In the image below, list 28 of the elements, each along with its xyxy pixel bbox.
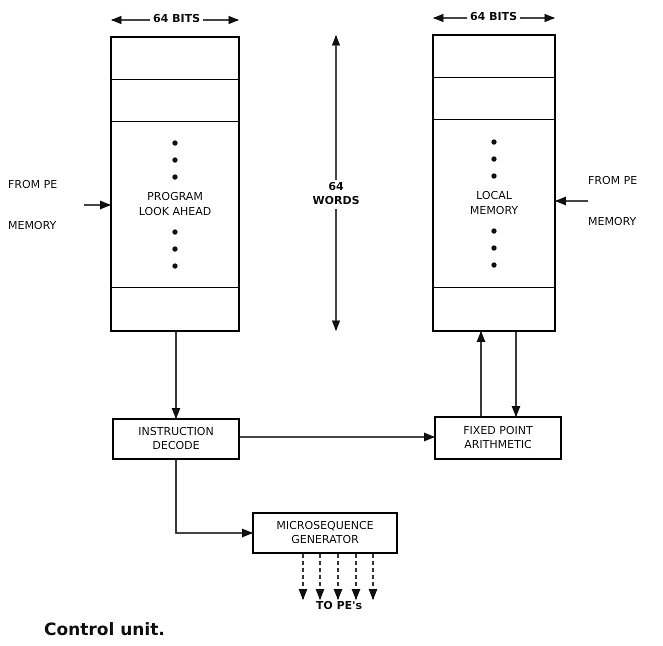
box-label: FIXED POINT ARITHMETIC [462,424,534,452]
input-label: FROM PE [8,178,58,192]
arrow [240,432,436,442]
box-label: PROGRAM LOOK AHEAD [138,190,212,219]
arrow [175,460,254,538]
memory-stack-box [432,34,556,332]
process-box [252,512,398,554]
process-box [112,418,240,460]
arrow [554,196,588,206]
dashed-arrow [334,554,342,600]
figure-caption: Control unit. [44,620,165,640]
arrow [172,332,180,420]
output-label: TO PE's [312,599,366,615]
dashed-arrow [352,554,360,600]
box-label: MICROSEQUENCE GENERATOR [275,518,375,548]
arrow [476,330,486,416]
input-label: MEMORY [588,214,638,228]
memory-stack-box [110,36,240,332]
dashed-arrow [316,554,324,600]
arrow [84,200,112,210]
process-box [434,416,562,460]
input-label: MEMORY [8,218,58,232]
dashed-arrow [368,554,378,600]
input-label: FROM PE [588,174,638,188]
box-label: INSTRUCTION DECODE [137,424,215,454]
arrow [512,332,520,418]
dashed-arrow [298,554,308,600]
box-label: LOCAL MEMORY [468,189,520,218]
